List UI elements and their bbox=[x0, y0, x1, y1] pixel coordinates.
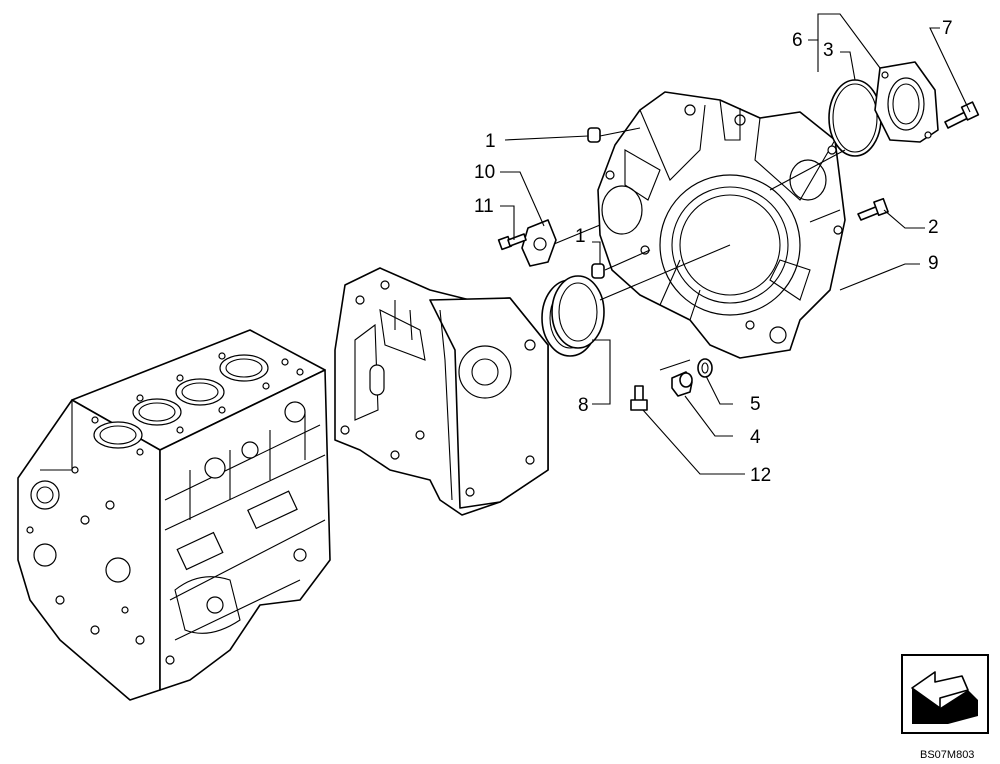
drain-plug bbox=[671, 371, 693, 397]
flywheel-housing bbox=[597, 91, 846, 359]
housing-bolt bbox=[857, 197, 889, 221]
callout-1-lower: 1 bbox=[575, 226, 586, 247]
callout-1-upper: 1 bbox=[485, 131, 496, 152]
callout-3: 3 bbox=[823, 40, 834, 61]
callout-10: 10 bbox=[474, 162, 495, 183]
callout-2: 2 bbox=[928, 217, 939, 238]
callout-12: 12 bbox=[750, 465, 771, 486]
callout-8: 8 bbox=[578, 395, 589, 416]
sealing-washer bbox=[697, 358, 713, 378]
seal-cover-flange bbox=[874, 61, 939, 143]
housing-screw bbox=[630, 385, 648, 411]
rear-oil-seal bbox=[541, 275, 605, 357]
cover-plate bbox=[521, 219, 557, 267]
front-arrow-icon bbox=[901, 654, 989, 734]
callout-6: 6 bbox=[792, 30, 803, 51]
engine-block bbox=[17, 329, 331, 701]
gear-housing bbox=[334, 267, 549, 516]
callout-7: 7 bbox=[942, 18, 953, 39]
callout-4: 4 bbox=[750, 427, 761, 448]
drawing-code: BS07M803 bbox=[920, 749, 974, 761]
flange-bolt bbox=[944, 101, 980, 129]
callout-11: 11 bbox=[474, 196, 494, 217]
cover-screw bbox=[497, 233, 527, 251]
dowel-pin-lower bbox=[591, 263, 605, 279]
dowel-pin-upper bbox=[587, 127, 601, 143]
callout-5: 5 bbox=[750, 394, 761, 415]
callout-9: 9 bbox=[928, 253, 939, 274]
o-ring bbox=[828, 79, 882, 157]
leader-lines bbox=[500, 13, 971, 475]
